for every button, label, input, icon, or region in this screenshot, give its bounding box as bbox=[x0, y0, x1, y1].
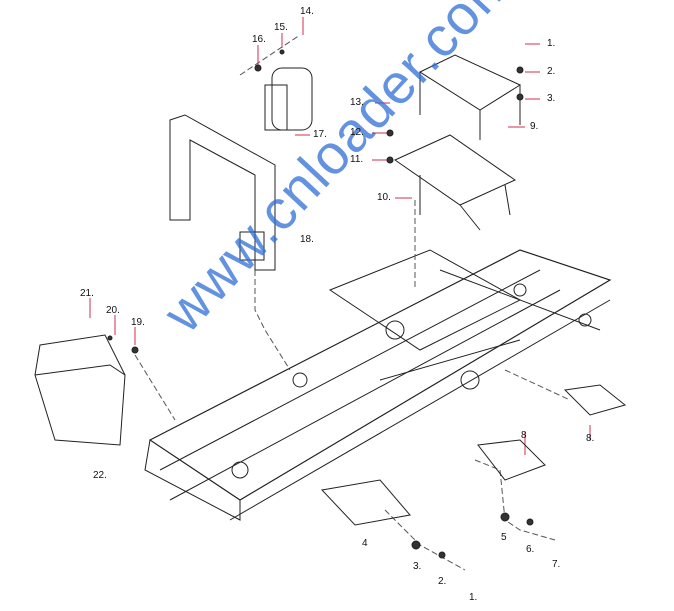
label-12: 12. bbox=[350, 127, 364, 138]
label-14: 14. bbox=[300, 6, 314, 17]
label-8-right: 8. bbox=[586, 433, 595, 444]
label-9: 9. bbox=[530, 121, 539, 132]
label-2-bottom: 2. bbox=[438, 576, 447, 587]
label-6: 6. bbox=[526, 544, 535, 555]
battery-box-22 bbox=[34, 334, 126, 446]
label-22: 22. bbox=[93, 470, 107, 481]
label-2-top: 2. bbox=[547, 66, 556, 77]
cover-box bbox=[393, 54, 522, 231]
label-15: 15. bbox=[274, 22, 288, 33]
label-10: 10. bbox=[377, 192, 391, 203]
label-1-bottom: 1. bbox=[469, 592, 478, 603]
label-20: 20. bbox=[106, 305, 120, 316]
leader-lines bbox=[89, 17, 591, 455]
chassis-frame bbox=[144, 249, 612, 521]
label-8-center: 8 bbox=[521, 430, 527, 441]
label-13: 13. bbox=[350, 97, 364, 108]
label-17: 17. bbox=[313, 129, 327, 140]
label-11: 11. bbox=[350, 154, 364, 165]
label-4: 4 bbox=[362, 538, 368, 549]
support-bracket-18 bbox=[169, 114, 276, 271]
label-1-top: 1. bbox=[547, 38, 556, 49]
label-5: 5 bbox=[501, 532, 507, 543]
label-21: 21. bbox=[80, 288, 94, 299]
label-3-top: 3. bbox=[547, 93, 556, 104]
air-tank bbox=[264, 67, 313, 131]
label-19: 19. bbox=[131, 317, 145, 328]
label-16: 16. bbox=[252, 34, 266, 45]
label-3-bottom: 3. bbox=[413, 561, 422, 572]
fasteners bbox=[107, 49, 534, 559]
label-18: 18. bbox=[300, 234, 314, 245]
label-7: 7. bbox=[552, 559, 561, 570]
brackets-8 bbox=[320, 384, 627, 526]
